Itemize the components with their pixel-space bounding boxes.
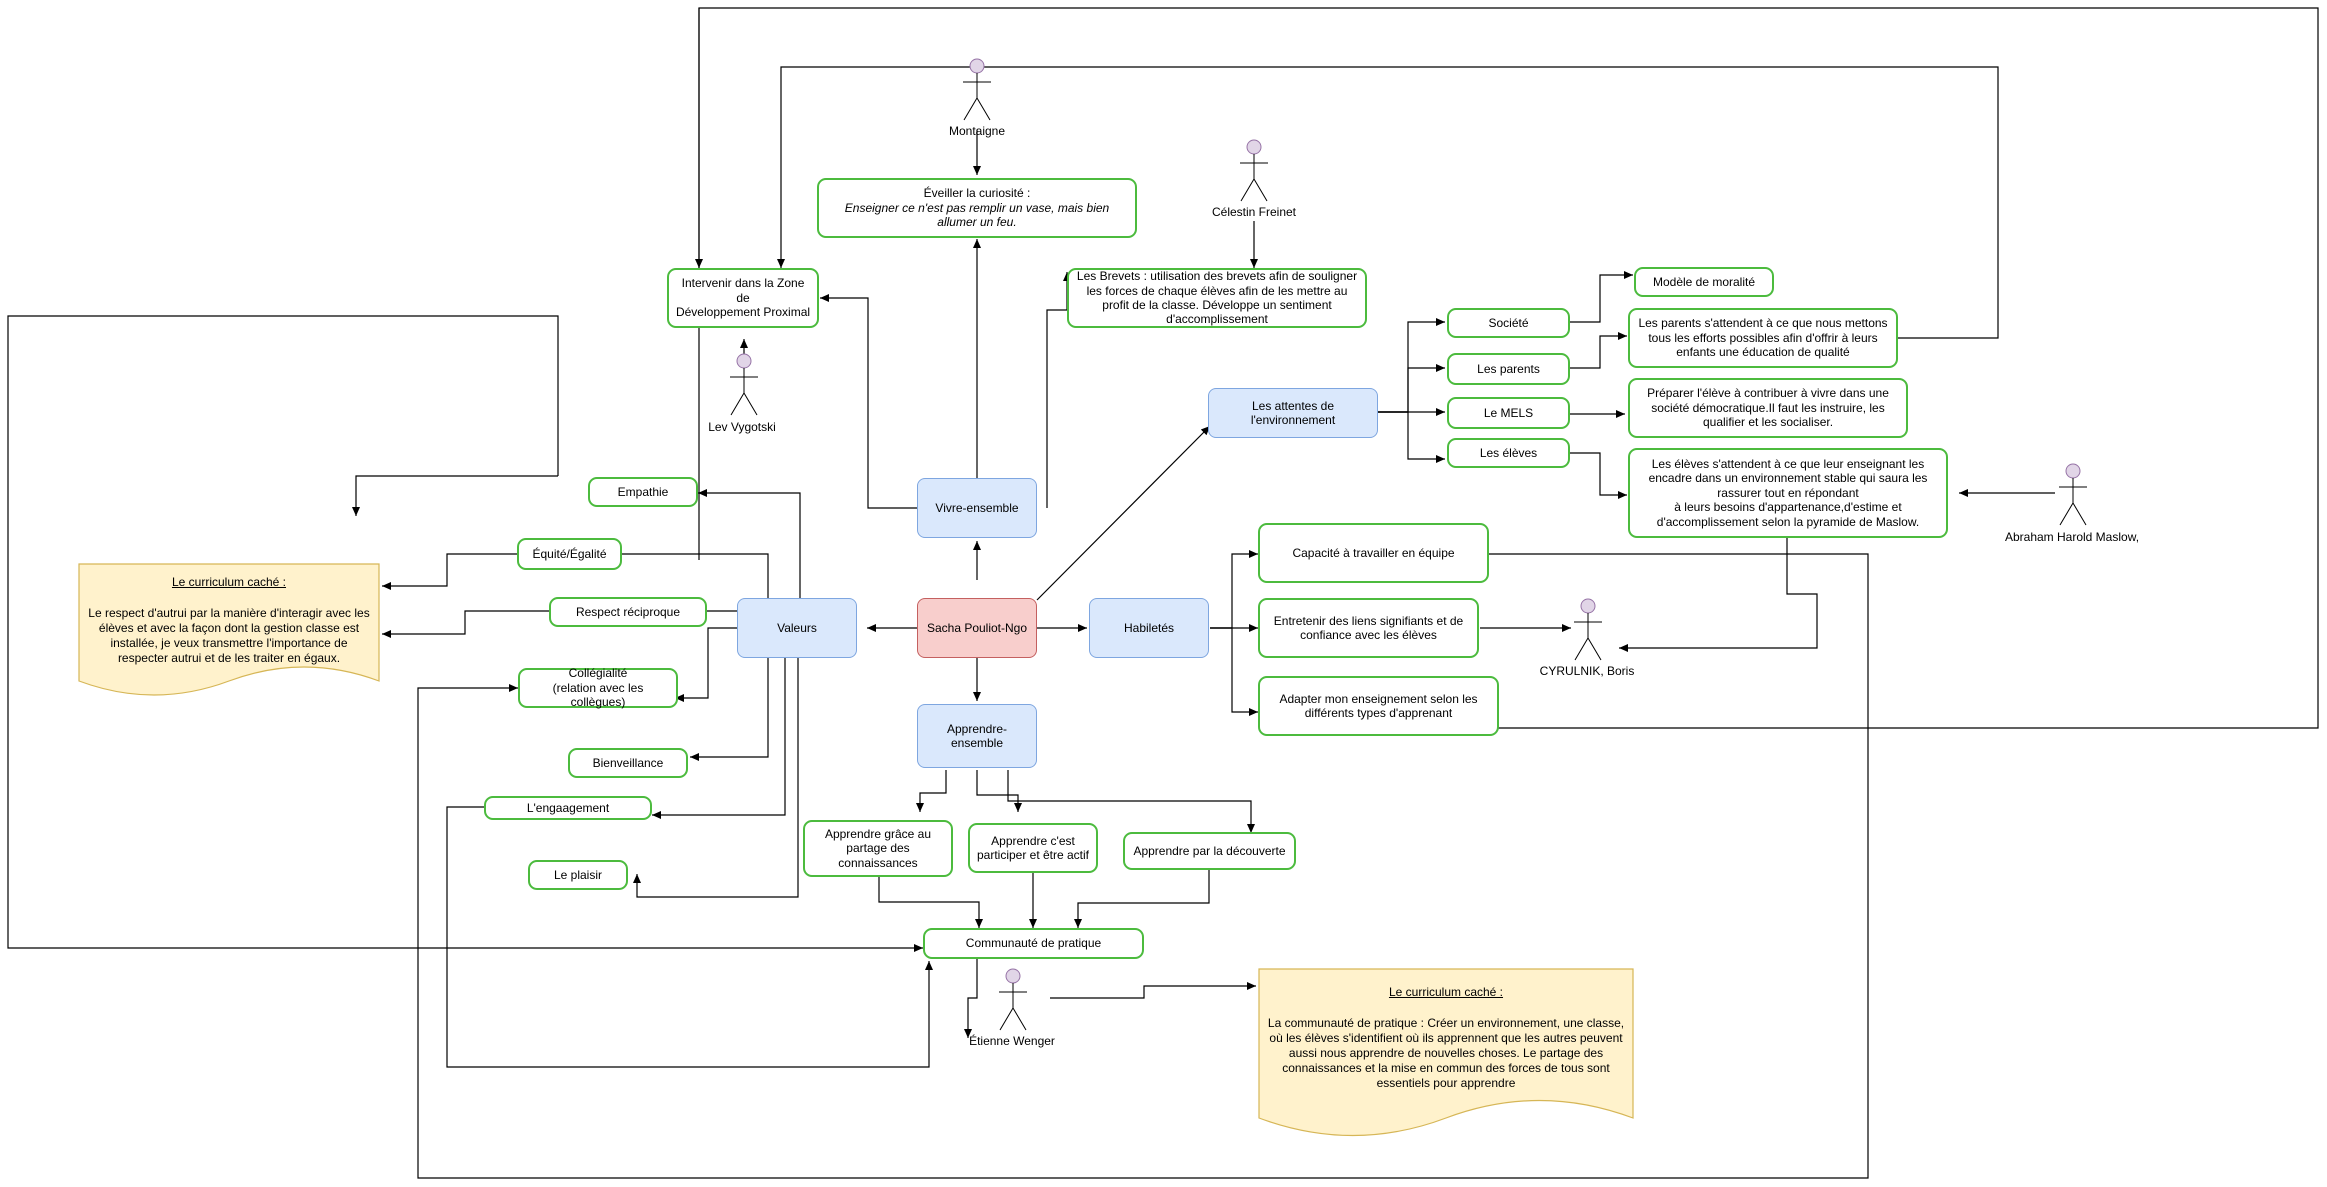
eveiller-quote: Enseigner ce n'est pas remplir un vase, …	[844, 200, 1110, 230]
parents-text-label: Les parents s'attendent à ce que nous me…	[1638, 316, 1888, 360]
eleves-label: Les élèves	[1479, 445, 1538, 460]
eveiller-text: Éveiller la curiosité :Enseigner ce n'es…	[825, 186, 1129, 229]
equipe-label: Capacité à travailler en équipe	[1292, 545, 1455, 560]
eleves-text-label: Les élèves s'attendent à ce que leur ens…	[1648, 457, 1928, 529]
respect-label: Respect réciproque	[575, 604, 681, 619]
apprendre-decouverte-node[interactable]: Apprendre par la découverte	[1123, 832, 1296, 870]
moralite-label: Modèle de moralité	[1652, 274, 1756, 289]
communaute-node[interactable]: Communauté de pratique	[923, 928, 1144, 959]
vygotski-actor-icon	[730, 353, 758, 416]
adapter-node[interactable]: Adapter mon enseignement selon les diffé…	[1258, 676, 1499, 736]
collegialite-node[interactable]: Collégialité (relation avec les collègue…	[518, 666, 678, 710]
apprendre-ensemble-node[interactable]: Apprendre-ensemble	[917, 704, 1037, 768]
apprendre-partage-node[interactable]: Apprendre grâce au partage des connaissa…	[803, 820, 953, 877]
center-node[interactable]: Sacha Pouliot-Ngo	[917, 598, 1037, 658]
curriculum-note-left-title: Le curriculum caché :	[171, 575, 287, 589]
empathie-label: Empathie	[617, 484, 669, 499]
apprendre-ensemble-label: Apprendre-ensemble	[946, 721, 1008, 750]
eveiller-node[interactable]: Éveiller la curiosité :Enseigner ce n'es…	[817, 178, 1137, 238]
curriculum-note-bottom-title: Le curriculum caché :	[1388, 985, 1504, 999]
societe-label: Société	[1488, 315, 1529, 330]
plaisir-label: Le plaisir	[553, 867, 603, 882]
vivre-ensemble-label: Vivre-ensemble	[935, 500, 1019, 515]
zone-label: Intervenir dans la Zone de Développement…	[675, 276, 811, 320]
brevets-node[interactable]: Les Brevets : utilisation des brevets af…	[1067, 268, 1367, 328]
apprendre-decouverte-label: Apprendre par la découverte	[1133, 843, 1286, 858]
respect-node[interactable]: Respect réciproque	[549, 597, 707, 627]
liens-node[interactable]: Entretenir des liens signifiants et de c…	[1258, 598, 1479, 658]
equite-node[interactable]: Équité/Égalité	[517, 538, 622, 570]
equipe-node[interactable]: Capacité à travailler en équipe	[1258, 523, 1489, 583]
liens-label: Entretenir des liens signifiants et de c…	[1273, 613, 1464, 642]
habiletes-node[interactable]: Habiletés	[1089, 598, 1209, 658]
habiletes-label: Habiletés	[1123, 620, 1175, 635]
collegialite-label: Collégialité (relation avec les collègue…	[552, 666, 644, 710]
freinet-label: Célestin Freinet	[1211, 205, 1297, 219]
empathie-node[interactable]: Empathie	[588, 477, 698, 507]
curriculum-note-bottom-body: La communauté de pratique : Créer un env…	[1267, 1016, 1625, 1090]
vygotski-label: Lev Vygotski	[708, 420, 776, 434]
communaute-label: Communauté de pratique	[965, 936, 1102, 951]
brevets-label: Les Brevets : utilisation des brevets af…	[1076, 269, 1358, 327]
curriculum-note-left-body: Le respect d'autrui par la manière d'int…	[88, 606, 370, 665]
vivre-ensemble-node[interactable]: Vivre-ensemble	[917, 478, 1037, 538]
montaigne-actor-icon	[963, 58, 991, 121]
cyrulnik-actor-icon	[1574, 598, 1602, 661]
parents-text-node[interactable]: Les parents s'attendent à ce que nous me…	[1628, 308, 1898, 368]
engagement-node[interactable]: L'engaagement	[484, 796, 652, 820]
valeurs-node[interactable]: Valeurs	[737, 598, 857, 658]
mels-text-label: Préparer l'élève à contribuer à vivre da…	[1647, 386, 1889, 430]
mels-label: Le MELS	[1483, 405, 1534, 420]
valeurs-label: Valeurs	[777, 620, 817, 635]
cyrulnik-label: CYRULNIK, Boris	[1539, 664, 1635, 678]
eleves-text-node[interactable]: Les élèves s'attendent à ce que leur ens…	[1628, 448, 1948, 538]
curriculum-note-left-shape	[78, 563, 380, 696]
equite-label: Équité/Égalité	[532, 546, 607, 561]
attentes-node[interactable]: Les attentes de l'environnement	[1208, 388, 1378, 438]
montaigne-label: Montaigne	[948, 124, 1006, 138]
curriculum-note-bottom-shape	[1258, 968, 1634, 1137]
parents-label: Les parents	[1477, 361, 1540, 376]
curriculum-note-left: Le curriculum caché : Le respect d'autrui…	[78, 563, 380, 683]
maslow-actor-icon	[2059, 463, 2087, 526]
eveiller-title: Éveiller la curiosité :	[923, 186, 1031, 201]
parents-node[interactable]: Les parents	[1447, 353, 1570, 385]
plaisir-node[interactable]: Le plaisir	[528, 860, 628, 890]
center-label: Sacha Pouliot-Ngo	[926, 620, 1028, 635]
apprendre-partage-label: Apprendre grâce au partage des connaissa…	[824, 826, 932, 870]
mels-text-node[interactable]: Préparer l'élève à contribuer à vivre da…	[1628, 378, 1908, 438]
mels-node[interactable]: Le MELS	[1447, 397, 1570, 429]
bienveillance-label: Bienveillance	[592, 755, 664, 770]
wenger-actor-icon	[999, 968, 1027, 1031]
apprendre-participer-label: Apprendre c'est participer et être actif	[976, 833, 1090, 862]
engagement-label: L'engaagement	[526, 800, 610, 815]
bienveillance-node[interactable]: Bienveillance	[568, 748, 688, 778]
adapter-label: Adapter mon enseignement selon les diffé…	[1279, 691, 1478, 720]
apprendre-participer-node[interactable]: Apprendre c'est participer et être actif	[968, 823, 1098, 873]
eleves-node[interactable]: Les élèves	[1447, 438, 1570, 468]
freinet-actor-icon	[1240, 139, 1268, 202]
wenger-label: Étienne Wenger	[969, 1034, 1055, 1048]
maslow-label: Abraham Harold Maslow,	[2004, 530, 2140, 544]
societe-node[interactable]: Société	[1447, 308, 1570, 338]
zone-node[interactable]: Intervenir dans la Zone de Développement…	[667, 268, 819, 328]
curriculum-note-bottom: Le curriculum caché : La communauté de pr…	[1258, 973, 1634, 1123]
attentes-label: Les attentes de l'environnement	[1250, 398, 1336, 427]
moralite-node[interactable]: Modèle de moralité	[1634, 267, 1774, 297]
